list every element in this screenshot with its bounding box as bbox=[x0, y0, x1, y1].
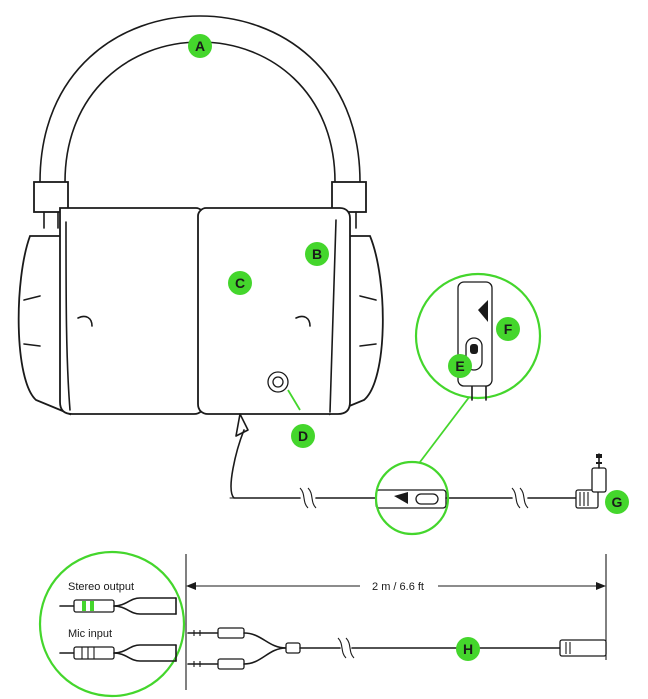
label-g: G bbox=[612, 494, 623, 510]
label-f: F bbox=[504, 321, 513, 337]
label-c-badge: C bbox=[228, 271, 252, 295]
label-d-badge: D bbox=[291, 424, 315, 448]
label-h-badge: H bbox=[456, 637, 480, 661]
length-dimension: 2 m / 6.6 ft bbox=[185, 554, 607, 690]
mic-input-label: Mic input bbox=[68, 628, 112, 640]
label-c: C bbox=[235, 275, 245, 291]
zoom-connector bbox=[419, 395, 471, 463]
female-jack bbox=[559, 639, 607, 657]
label-b-badge: B bbox=[305, 242, 329, 266]
label-e-badge: E bbox=[448, 354, 472, 378]
label-b: B bbox=[312, 246, 322, 262]
remote-highlight-ring bbox=[374, 460, 450, 536]
splitter-cable bbox=[187, 627, 607, 670]
splitter-callout: Stereo output Mic input bbox=[38, 550, 186, 698]
label-a: A bbox=[195, 38, 205, 54]
label-d: D bbox=[298, 428, 308, 444]
label-f-badge: F bbox=[496, 317, 520, 341]
cable-length-label: 2 m / 6.6 ft bbox=[372, 581, 424, 593]
stereo-output-label: Stereo output bbox=[68, 581, 134, 593]
remote-zoom-callout bbox=[414, 272, 542, 401]
label-g-badge: G bbox=[605, 490, 629, 514]
label-e: E bbox=[455, 358, 464, 374]
left-ear-cup bbox=[17, 207, 205, 416]
leader-d bbox=[287, 389, 301, 411]
label-a-badge: A bbox=[188, 34, 212, 58]
headset-cable bbox=[229, 429, 607, 509]
right-ear-cup bbox=[197, 207, 384, 437]
headband bbox=[33, 15, 367, 229]
label-h: H bbox=[463, 641, 473, 657]
angled-plug bbox=[575, 489, 599, 509]
